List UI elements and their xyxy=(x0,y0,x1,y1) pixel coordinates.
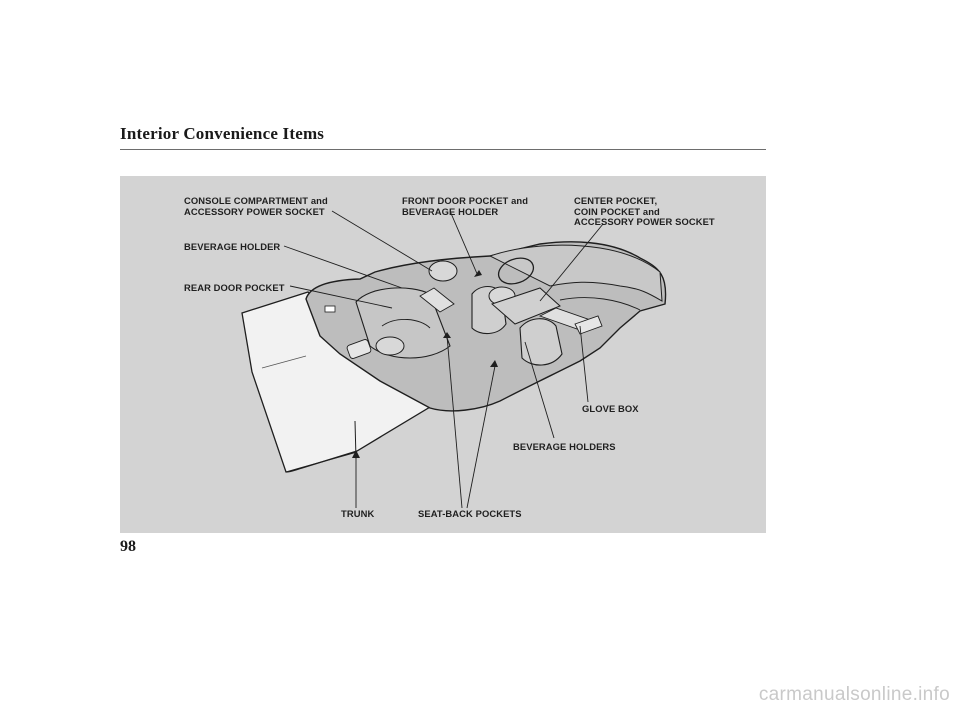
leader-lines xyxy=(283,210,604,509)
car-interior-illustration xyxy=(241,210,667,509)
illustration-panel: CONSOLE COMPARTMENT and ACCESSORY POWER … xyxy=(120,176,766,533)
page-number: 98 xyxy=(120,538,136,555)
callout-beverage-holders: BEVERAGE HOLDERS xyxy=(513,441,616,452)
watermark-text: carmanualsonline.info xyxy=(758,684,950,705)
page-title: Interior Convenience Items xyxy=(120,124,325,143)
callout-front-door-pocket: FRONT DOOR POCKET and BEVERAGE HOLDER xyxy=(402,195,529,217)
callout-seat-back-pockets: SEAT-BACK POCKETS xyxy=(418,508,522,519)
leader-arrows xyxy=(352,270,498,458)
callout-beverage-holder: BEVERAGE HOLDER xyxy=(184,241,281,252)
callout-rear-door-pocket: REAR DOOR POCKET xyxy=(184,282,285,293)
callout-console-compartment: CONSOLE COMPARTMENT and ACCESSORY POWER … xyxy=(184,195,328,217)
callout-trunk: TRUNK xyxy=(341,508,375,519)
title-divider xyxy=(120,149,766,150)
callout-glove-box: GLOVE BOX xyxy=(582,403,639,414)
callout-center-pocket: CENTER POCKET, COIN POCKET and ACCESSORY… xyxy=(574,195,715,227)
